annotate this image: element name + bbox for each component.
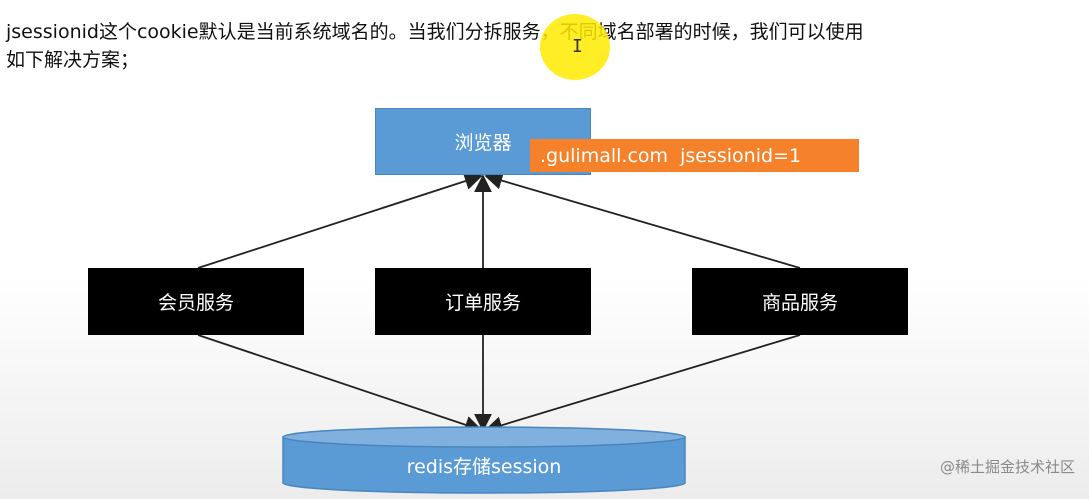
- cookie-tag: .gulimall.com jsessionid=1: [530, 139, 859, 172]
- member-service-label: 会员服务: [157, 292, 234, 314]
- redis-node: redis存储session: [281, 425, 687, 495]
- edge-goods-to-browser: [484, 171, 801, 269]
- redis-cylinder-shape: [282, 426, 686, 494]
- edge-member-to-browser: [197, 172, 483, 269]
- intro-line-1: jsessionid这个cookie默认是当前系统域名的。当我们分拆服务，不同域…: [6, 21, 864, 43]
- intro-paragraph: jsessionid这个cookie默认是当前系统域名的。当我们分拆服务，不同域…: [6, 18, 1046, 74]
- text-cursor-icon: I: [572, 36, 583, 57]
- order-service-label: 订单服务: [444, 292, 521, 314]
- cursor-highlight: [540, 14, 610, 80]
- browser-label: 浏览器: [454, 132, 512, 154]
- member-service-node: 会员服务: [88, 268, 304, 335]
- watermark: @稀土掘金技术社区: [939, 458, 1075, 476]
- edge-member-to-redis: [197, 334, 483, 434]
- goods-service-node: 商品服务: [692, 268, 908, 335]
- cookie-tag-label: .gulimall.com jsessionid=1: [540, 144, 802, 167]
- order-service-node: 订单服务: [375, 268, 591, 335]
- edge-goods-to-redis: [484, 334, 801, 434]
- intro-line-2: 如下解决方案；: [6, 49, 140, 71]
- goods-service-label: 商品服务: [761, 292, 838, 314]
- redis-label: redis存储session: [406, 455, 562, 478]
